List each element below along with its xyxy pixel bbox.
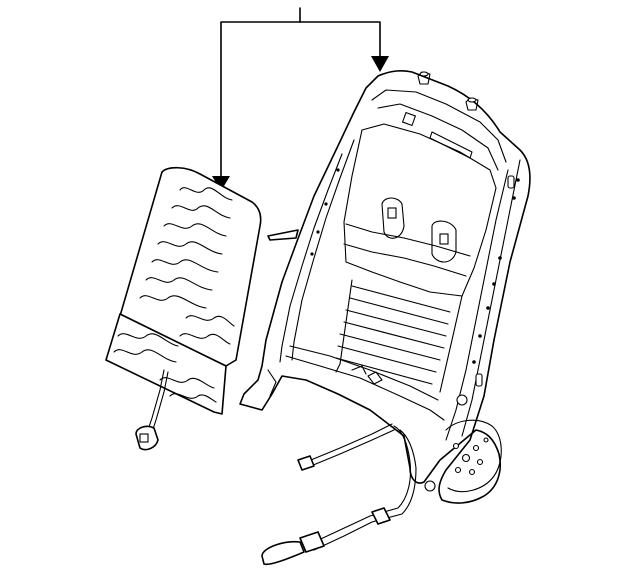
frame-top-rail-inner	[377, 103, 499, 171]
lumbar-pad-wire-pattern	[113, 187, 235, 403]
recliner-cable	[261, 423, 417, 566]
arrow-to-lumbar-pad	[212, 176, 230, 191]
recliner-plate	[445, 419, 502, 493]
cutout-right	[431, 220, 457, 263]
side-member-holes	[310, 168, 520, 364]
bottom-notch	[367, 371, 383, 385]
side-slot-lower	[475, 373, 483, 387]
arrow-to-frame	[371, 56, 389, 72]
inner-panel	[343, 123, 497, 297]
bottom-notch-2	[351, 365, 367, 375]
headrest-hole-left	[419, 71, 429, 77]
left-side-member-inner	[291, 139, 355, 361]
right-side-member-outer	[461, 159, 521, 437]
cable-upper-a	[305, 423, 393, 463]
cable-upper-b	[305, 429, 395, 469]
seat-back-frame	[239, 70, 531, 504]
left-side-member	[279, 153, 343, 363]
bottom-cross-member-2	[289, 345, 439, 401]
lumbar-cable	[147, 369, 165, 431]
headrest-hole-right	[467, 97, 477, 103]
cable-lower-a	[309, 425, 412, 545]
left-foot-detail	[267, 369, 277, 397]
slat-right-edge	[439, 295, 463, 393]
left-side-tab	[267, 229, 299, 241]
cable-clip	[371, 507, 391, 525]
side-slot-upper	[507, 175, 515, 189]
cross-bar-upper	[345, 223, 471, 257]
slat-left-edge	[335, 279, 353, 373]
cable-end-fitting	[297, 455, 315, 471]
frame-top-rail	[371, 89, 507, 163]
cable-sleeve	[299, 531, 325, 553]
top-rail-tab	[401, 111, 417, 127]
lumbar-connector-socket	[139, 433, 149, 443]
leader-line	[220, 21, 381, 177]
lumbar-support-pad	[105, 166, 262, 451]
cutout-right-slot	[439, 233, 449, 245]
cross-bar-upper-2	[343, 243, 467, 277]
cutout-left	[381, 197, 405, 239]
cable-end-connector	[261, 540, 305, 566]
right-side-member	[445, 169, 509, 441]
bottom-cross-member	[285, 355, 445, 421]
leader-bracket	[212, 7, 389, 191]
lumbar-pad-lower	[105, 313, 227, 415]
recliner-plate-holes	[424, 394, 489, 492]
lumbar-cable-sheath	[151, 371, 169, 433]
cable-lower-b	[313, 429, 417, 551]
cutout-left-slot	[387, 207, 397, 219]
lumbar-slats	[335, 285, 451, 385]
